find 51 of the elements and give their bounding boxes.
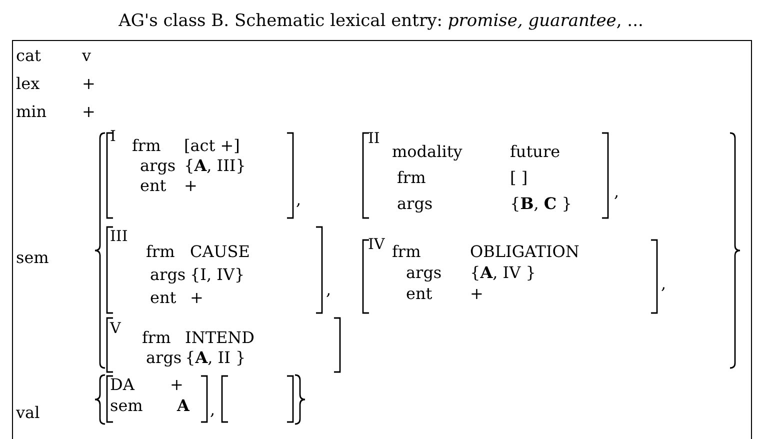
separator-comma: , [614,182,620,202]
feature-name: frm [142,328,171,348]
feature-value: OBLIGATION [470,242,580,262]
index-number: III [110,226,128,246]
feature-name: ent [406,284,432,304]
feature-name: ent [150,288,176,308]
feature-value: + [170,375,184,395]
feature-name: ent [140,176,166,196]
feature-value: {A, III} [184,156,246,176]
feature-name: frm [397,168,426,188]
feature-value: v [82,46,92,66]
feature-value: A [177,396,190,416]
separator-comma: , [296,190,302,210]
feature-name: frm [146,242,175,262]
feature-value: CAUSE [190,242,250,262]
feature-name: frm [392,242,421,262]
index-number: IV [368,234,385,254]
index-number: I [110,126,116,146]
index-number: V [110,318,121,338]
feature-value: {A, IV } [470,263,536,283]
feature-name: frm [132,136,161,156]
feature-value: + [184,176,198,196]
separator-comma: , [661,274,666,294]
feature-value: INTEND [185,328,254,348]
feature-name: val [16,403,40,423]
feature-name: sem [16,248,49,268]
feature-name: modality [392,142,462,162]
diagram-title: AG's class B. Schematic lexical entry: promise, guarantee, ... [118,10,644,32]
feature-name: args [150,265,186,285]
feature-name: args [146,348,182,368]
feature-name: sem [110,396,143,416]
feature-value: + [190,288,204,308]
separator-comma: , [210,400,216,420]
feature-value: [act +] [184,136,240,156]
feature-name: args [140,156,176,176]
feature-value: + [82,74,96,94]
feature-name: args [406,263,442,283]
feature-value: {B, C } [510,194,572,214]
feature-value: future [510,142,560,162]
feature-name: cat [16,46,41,66]
feature-value: {A, II } [185,348,246,368]
feature-value: [ ] [510,168,528,188]
feature-name: lex [16,74,40,94]
feature-name: DA [110,375,134,395]
feature-value: + [82,102,96,122]
feature-value: + [470,284,484,304]
feature-value: {I, IV} [190,265,245,285]
feature-name: args [397,194,433,214]
index-number: II [368,128,380,148]
separator-comma: , [326,280,332,300]
feature-name: min [16,102,47,122]
